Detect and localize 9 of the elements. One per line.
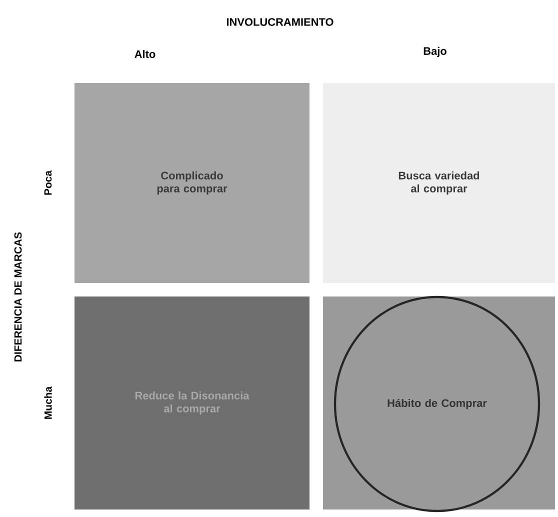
axis-title: INVOLUCRAMIENTO [226,18,334,26]
axis-label: Poca [44,170,52,195]
quadrant-box: Complicado para comprar [74,83,310,283]
axis-label: Mucha [44,386,52,419]
axis-title: DIFERENCIA DE MARCAS [14,232,22,362]
axis-label: Alto [134,50,156,58]
quadrant-box: Reduce la Disonancia al comprar [74,296,310,510]
quadrant-box: Busca variedad al comprar [323,83,555,283]
axis-label: Bajo [424,46,446,58]
